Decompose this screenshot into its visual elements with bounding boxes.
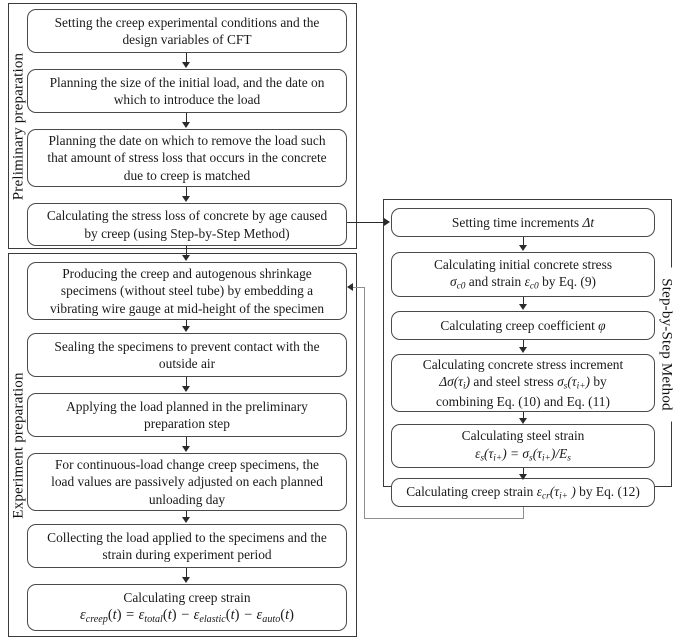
connector-p3-p4: [186, 187, 188, 197]
node-p1-line-2: design variables of CFT: [122, 32, 252, 47]
node-s4-line-3: combining Eq. (10) and Eq. (11): [436, 393, 610, 409]
node-e5-line-1: Collecting the load applied to the speci…: [47, 529, 327, 545]
group-preliminary-preparation: [8, 3, 357, 249]
node-e6-equation: εcreep(t) = εtotal(t) − εelastic(t) − εa…: [80, 607, 294, 626]
group-label-step-by-step-method: Step-by-Step Method: [657, 267, 675, 422]
connector-p4-to-s1: [347, 222, 386, 224]
connector-s4-s5: [523, 412, 525, 421]
node-s3-line-1: Calculating creep coefficient φ: [440, 317, 606, 333]
node-p2-line-1: Planning the size of the initial load, a…: [49, 74, 325, 90]
connector-e5-e6: [186, 568, 188, 578]
connector-e4-e5: [186, 511, 188, 521]
node-e5-collecting-load-strain[interactable]: Collecting the load applied to the speci…: [27, 524, 347, 568]
node-e4-line-2: load values are passively adjusted on ea…: [51, 474, 323, 490]
arrow-p3-p4: [182, 196, 190, 202]
node-p1-line-1: Setting the creep experimental condition…: [54, 14, 320, 30]
node-e2-line-2: outside air: [158, 356, 216, 371]
arrow-p4-to-s1: [384, 218, 390, 226]
node-s5-line-2: εs(τi+) = σs(τi+)/Es: [475, 445, 571, 464]
return-loop-into-e1: [353, 287, 365, 289]
node-s2-initial-concrete-stress[interactable]: Calculating initial concrete stress σc0 …: [391, 252, 655, 297]
node-s1-line-1: Setting time increments Δt: [451, 214, 595, 230]
node-e3-line-2: preparation step: [144, 416, 230, 431]
arrow-s1-s2: [519, 245, 527, 251]
node-p1-setting-creep-conditions[interactable]: Setting the creep experimental condition…: [27, 9, 347, 53]
node-s4-line-1: Calculating concrete stress increment: [422, 356, 624, 372]
arrow-s5-s6: [519, 474, 527, 480]
connector-s5-s6: [523, 468, 525, 477]
arrow-s2-s3: [519, 304, 527, 310]
node-e1-line-1: Producing the creep and autogenous shrin…: [62, 265, 312, 281]
return-loop-down: [523, 507, 525, 519]
arrow-e5-e6: [182, 577, 190, 583]
return-loop-up: [364, 287, 366, 519]
connector-p1-p2: [186, 53, 188, 63]
node-s4-concrete-stress-increment[interactable]: Calculating concrete stress increment Δσ…: [391, 354, 655, 412]
node-p2-planning-initial-load[interactable]: Planning the size of the initial load, a…: [27, 69, 347, 113]
arrow-return-to-e1: [347, 283, 353, 291]
node-p3-line-2: that amount of stress loss that occurs i…: [47, 150, 327, 166]
return-loop-left: [364, 518, 524, 520]
node-e4-continuous-load-change[interactable]: For continuous-load change creep specime…: [27, 453, 347, 511]
node-s1-setting-time-increments[interactable]: Setting time increments Δt: [391, 208, 655, 237]
connector-e2-e3: [186, 377, 188, 387]
node-p4-line-2: by creep (using Step-by-Step Method): [84, 225, 290, 241]
node-s4-line-2: Δσ(τi) and steel stress σs(τi+) by: [439, 374, 607, 392]
node-s5-line-1: Calculating steel strain: [461, 428, 585, 444]
group-experiment-preparation: [8, 253, 357, 637]
arrow-s3-s4: [519, 347, 527, 353]
node-e3-line-1: Applying the load planned in the prelimi…: [66, 398, 308, 414]
node-s2-line-1: Calculating initial concrete stress: [433, 256, 613, 272]
node-e2-line-1: Sealing the specimens to prevent contact…: [54, 338, 320, 354]
connector-p4-e1: [186, 246, 188, 257]
arrow-e4-e5: [182, 517, 190, 523]
arrow-e2-e3: [182, 386, 190, 392]
node-s2-line-2: σc0 and strain εc0 by Eq. (9): [449, 274, 597, 292]
connector-e3-e4: [186, 437, 188, 447]
node-s3-creep-coefficient[interactable]: Calculating creep coefficient φ: [391, 311, 655, 340]
node-s6-creep-strain-eq12[interactable]: Calculating creep strain εcr(τi+ ) by Eq…: [391, 478, 655, 507]
arrow-e3-e4: [182, 446, 190, 452]
arrow-e1-e2: [182, 326, 190, 332]
node-p3-line-1: Planning the date on which to remove the…: [48, 132, 326, 148]
node-p3-planning-removal-date[interactable]: Planning the date on which to remove the…: [27, 129, 347, 187]
connector-s2-s3: [523, 297, 525, 306]
node-p2-line-2: which to introduce the load: [113, 92, 261, 107]
node-e6-calculating-creep-strain[interactable]: Calculating creep strain εcreep(t) = εto…: [27, 584, 347, 631]
arrow-p1-p2: [182, 62, 190, 68]
node-e4-line-3: unloading day: [148, 491, 226, 507]
node-s6-line-1: Calculating creep strain εcr(τi+ ) by Eq…: [406, 483, 640, 502]
node-s5-steel-strain[interactable]: Calculating steel strain εs(τi+) = σs(τi…: [391, 424, 655, 468]
node-e4-line-1: For continuous-load change creep specime…: [54, 456, 319, 472]
node-e5-line-2: strain during experiment period: [102, 547, 272, 562]
group-label-preliminary-preparation: Preliminary preparation: [10, 44, 28, 209]
node-e2-sealing-specimens[interactable]: Sealing the specimens to prevent contact…: [27, 333, 347, 377]
node-e1-line-3: vibrating wire gauge at mid-height of th…: [49, 300, 325, 316]
connector-p2-p3: [186, 113, 188, 123]
node-p4-line-1: Calculating the stress loss of concrete …: [46, 208, 328, 224]
node-e3-applying-load[interactable]: Applying the load planned in the prelimi…: [27, 393, 347, 437]
connector-s1-s2: [523, 237, 525, 247]
node-p4-calculating-stress-loss[interactable]: Calculating the stress loss of concrete …: [27, 203, 347, 246]
node-p3-line-3: due to creep is matched: [123, 167, 251, 183]
arrow-p4-e1: [182, 255, 190, 261]
node-e1-producing-specimens[interactable]: Producing the creep and autogenous shrin…: [27, 262, 347, 320]
node-e6-title: Calculating creep strain: [123, 589, 251, 605]
node-e1-line-2: specimens (without steel tube) by embedd…: [60, 283, 314, 299]
connector-s3-s4: [523, 340, 525, 349]
group-label-experiment-preparation: Experiment preparation: [10, 363, 28, 528]
arrow-s4-s5: [519, 418, 527, 424]
connector-e1-e2: [186, 320, 188, 330]
arrow-p2-p3: [182, 122, 190, 128]
